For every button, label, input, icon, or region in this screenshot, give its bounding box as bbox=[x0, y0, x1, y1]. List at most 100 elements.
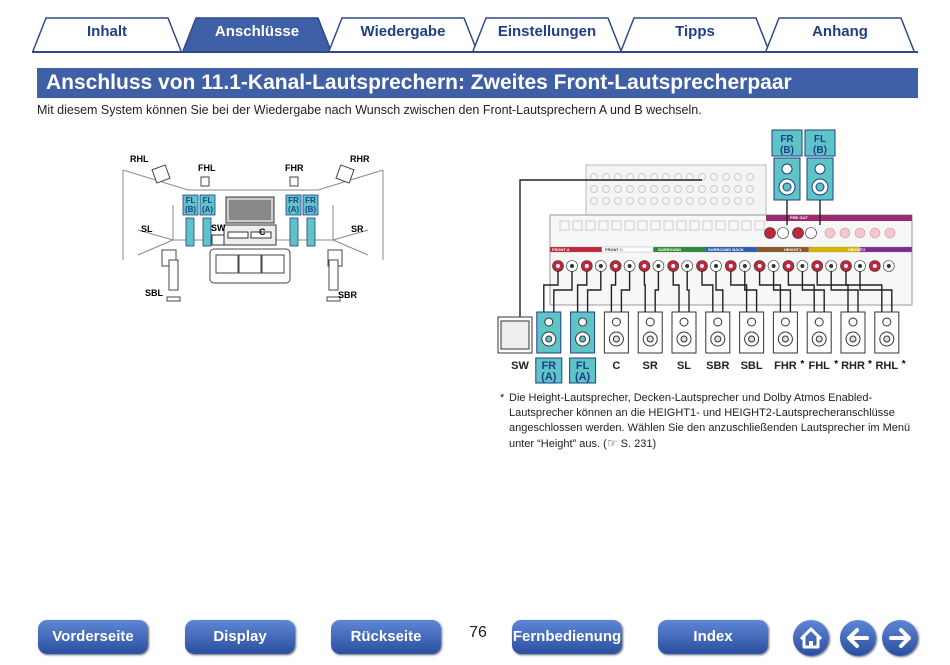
speaker-top-fl-b: FL(B) bbox=[804, 129, 836, 225]
terminal-label: FRONT B bbox=[605, 247, 623, 252]
speaker-label: C bbox=[612, 360, 620, 372]
svg-text:FR: FR bbox=[780, 134, 794, 145]
height-terminal-band bbox=[766, 215, 912, 221]
nav-button-index[interactable]: Index bbox=[658, 620, 768, 654]
nav-button-display[interactable]: Display bbox=[185, 620, 295, 654]
terminal-minus bbox=[805, 227, 817, 239]
room-label-c: C bbox=[259, 227, 266, 237]
speaker-rhr: RHR* bbox=[840, 311, 872, 372]
tab-label: Inhalt bbox=[87, 23, 127, 40]
subwoofer-icon bbox=[211, 234, 225, 246]
speaker-cable bbox=[701, 271, 714, 312]
speaker-c: C bbox=[603, 311, 629, 372]
speaker-cable bbox=[553, 271, 573, 312]
svg-text:(A): (A) bbox=[575, 371, 591, 383]
tv-icon bbox=[223, 196, 277, 246]
room-label-fhr: FHR bbox=[285, 163, 304, 173]
speaker-label: FL bbox=[576, 360, 590, 372]
arrow-right-icon bbox=[889, 628, 911, 648]
surround-speaker-icons bbox=[161, 249, 343, 302]
speaker-cable bbox=[654, 271, 660, 312]
svg-text:(B): (B) bbox=[305, 205, 316, 214]
room-label-fl-b: FL bbox=[186, 196, 196, 205]
room-label-rhr: RHR bbox=[350, 154, 370, 164]
tab-label: Wiedergabe bbox=[360, 23, 446, 40]
tab-anhang[interactable]: Anhang bbox=[765, 16, 915, 52]
svg-text:FL: FL bbox=[814, 134, 826, 145]
footnote-star: * bbox=[500, 392, 505, 404]
speaker-cable bbox=[586, 271, 602, 312]
page-title: Anschluss von 11.1-Kanal-Lautsprechern: … bbox=[46, 71, 792, 94]
speaker-cable bbox=[758, 271, 782, 312]
svg-text:(B): (B) bbox=[185, 205, 196, 214]
room-label-rhl: RHL bbox=[130, 154, 149, 164]
nav-button-vorderseite[interactable]: Vorderseite bbox=[38, 620, 148, 654]
room-label-sbr: SBR bbox=[338, 290, 358, 300]
tab-bar-underline bbox=[32, 51, 918, 53]
tab-tipps[interactable]: Tipps bbox=[620, 16, 770, 52]
speaker-cable bbox=[543, 271, 559, 312]
terminal-plus bbox=[792, 227, 804, 239]
room-layout-diagram: RHL FHL FHR RHR FL (B) FL (A) FR (A) FR … bbox=[122, 154, 384, 302]
terminal-label: HEIGHT1 bbox=[784, 247, 802, 252]
speaker-label: FR bbox=[541, 360, 556, 372]
terminal-label: CENTER bbox=[618, 247, 635, 252]
terminal-color-band bbox=[860, 246, 913, 253]
room-label-fr-b: FR bbox=[305, 196, 316, 205]
speaker-cable bbox=[845, 271, 883, 312]
height-speaker-icons bbox=[151, 164, 355, 187]
room-label-fhl: FHL bbox=[198, 163, 216, 173]
speaker-sl: SL bbox=[671, 311, 697, 372]
svg-text:(A): (A) bbox=[541, 371, 557, 383]
nav-button-rueckseite[interactable]: Rückseite bbox=[331, 620, 441, 654]
speaker-sbr: SBR bbox=[705, 311, 731, 372]
tab-einstellungen[interactable]: Einstellungen bbox=[472, 16, 622, 52]
speaker-sr: SR bbox=[637, 311, 663, 372]
tab-wiedergabe[interactable]: Wiedergabe bbox=[328, 16, 478, 52]
svg-text:(B): (B) bbox=[780, 145, 794, 156]
speaker-cable bbox=[772, 271, 792, 312]
home-icon bbox=[799, 627, 823, 649]
tab-inhalt[interactable]: Inhalt bbox=[32, 16, 182, 52]
room-label-sl: SL bbox=[141, 224, 153, 234]
nav-button-fernbedienung[interactable]: Fernbedienung bbox=[512, 620, 622, 654]
subwoofer-cable bbox=[519, 179, 702, 317]
speaker-fr-a: FR(A) bbox=[535, 311, 563, 384]
speaker-cable bbox=[830, 271, 859, 312]
speaker-star: * bbox=[868, 359, 872, 370]
pointing-hand-icon[interactable]: ☞ bbox=[606, 436, 618, 450]
svg-text:(A): (A) bbox=[288, 205, 299, 214]
speaker-star: * bbox=[834, 359, 838, 370]
footnote-text: Die Height-Lautsprecher, Decken-Lautspre… bbox=[509, 392, 911, 450]
terminal-label: HEIGHT2 bbox=[848, 247, 866, 252]
speaker-label: SBR bbox=[706, 360, 729, 372]
footnote-page-ref[interactable]: S. 231) bbox=[617, 438, 657, 450]
speaker-cable bbox=[816, 271, 849, 312]
svg-text:(A): (A) bbox=[202, 205, 213, 214]
room-label-sr: SR bbox=[351, 224, 364, 234]
tab-label: Anschlüsse bbox=[214, 23, 300, 40]
forward-button[interactable] bbox=[882, 620, 918, 656]
speaker-label: SR bbox=[643, 360, 658, 372]
speaker-top-fr-b: FR(B) bbox=[771, 129, 803, 225]
speaker-sbl: SBL bbox=[739, 311, 765, 372]
speaker-cable bbox=[620, 271, 631, 312]
footnote: * Die Height-Lautsprecher, Decken-Lautsp… bbox=[500, 391, 920, 452]
home-button[interactable] bbox=[793, 620, 829, 656]
speaker-label: FHL bbox=[809, 360, 831, 372]
speaker-cable bbox=[686, 271, 690, 312]
terminal-plus bbox=[764, 227, 776, 239]
speaker-fhr: FHR* bbox=[772, 311, 804, 372]
speaker-star: * bbox=[800, 359, 804, 370]
terminal-label: FRONT A bbox=[552, 247, 570, 252]
back-button[interactable] bbox=[840, 620, 876, 656]
speaker-label: FHR bbox=[774, 360, 797, 372]
terminal-label: PRE OUT bbox=[790, 215, 808, 220]
speaker-cable bbox=[576, 271, 588, 312]
speaker-label: SW bbox=[511, 360, 529, 372]
tab-label: Anhang bbox=[812, 23, 868, 40]
tab-label: Einstellungen bbox=[497, 23, 597, 40]
speaker-rhl: RHL* bbox=[874, 311, 906, 372]
room-label-fl-a: FL bbox=[203, 196, 213, 205]
tab-anschlsse[interactable]: Anschlüsse bbox=[182, 16, 332, 52]
